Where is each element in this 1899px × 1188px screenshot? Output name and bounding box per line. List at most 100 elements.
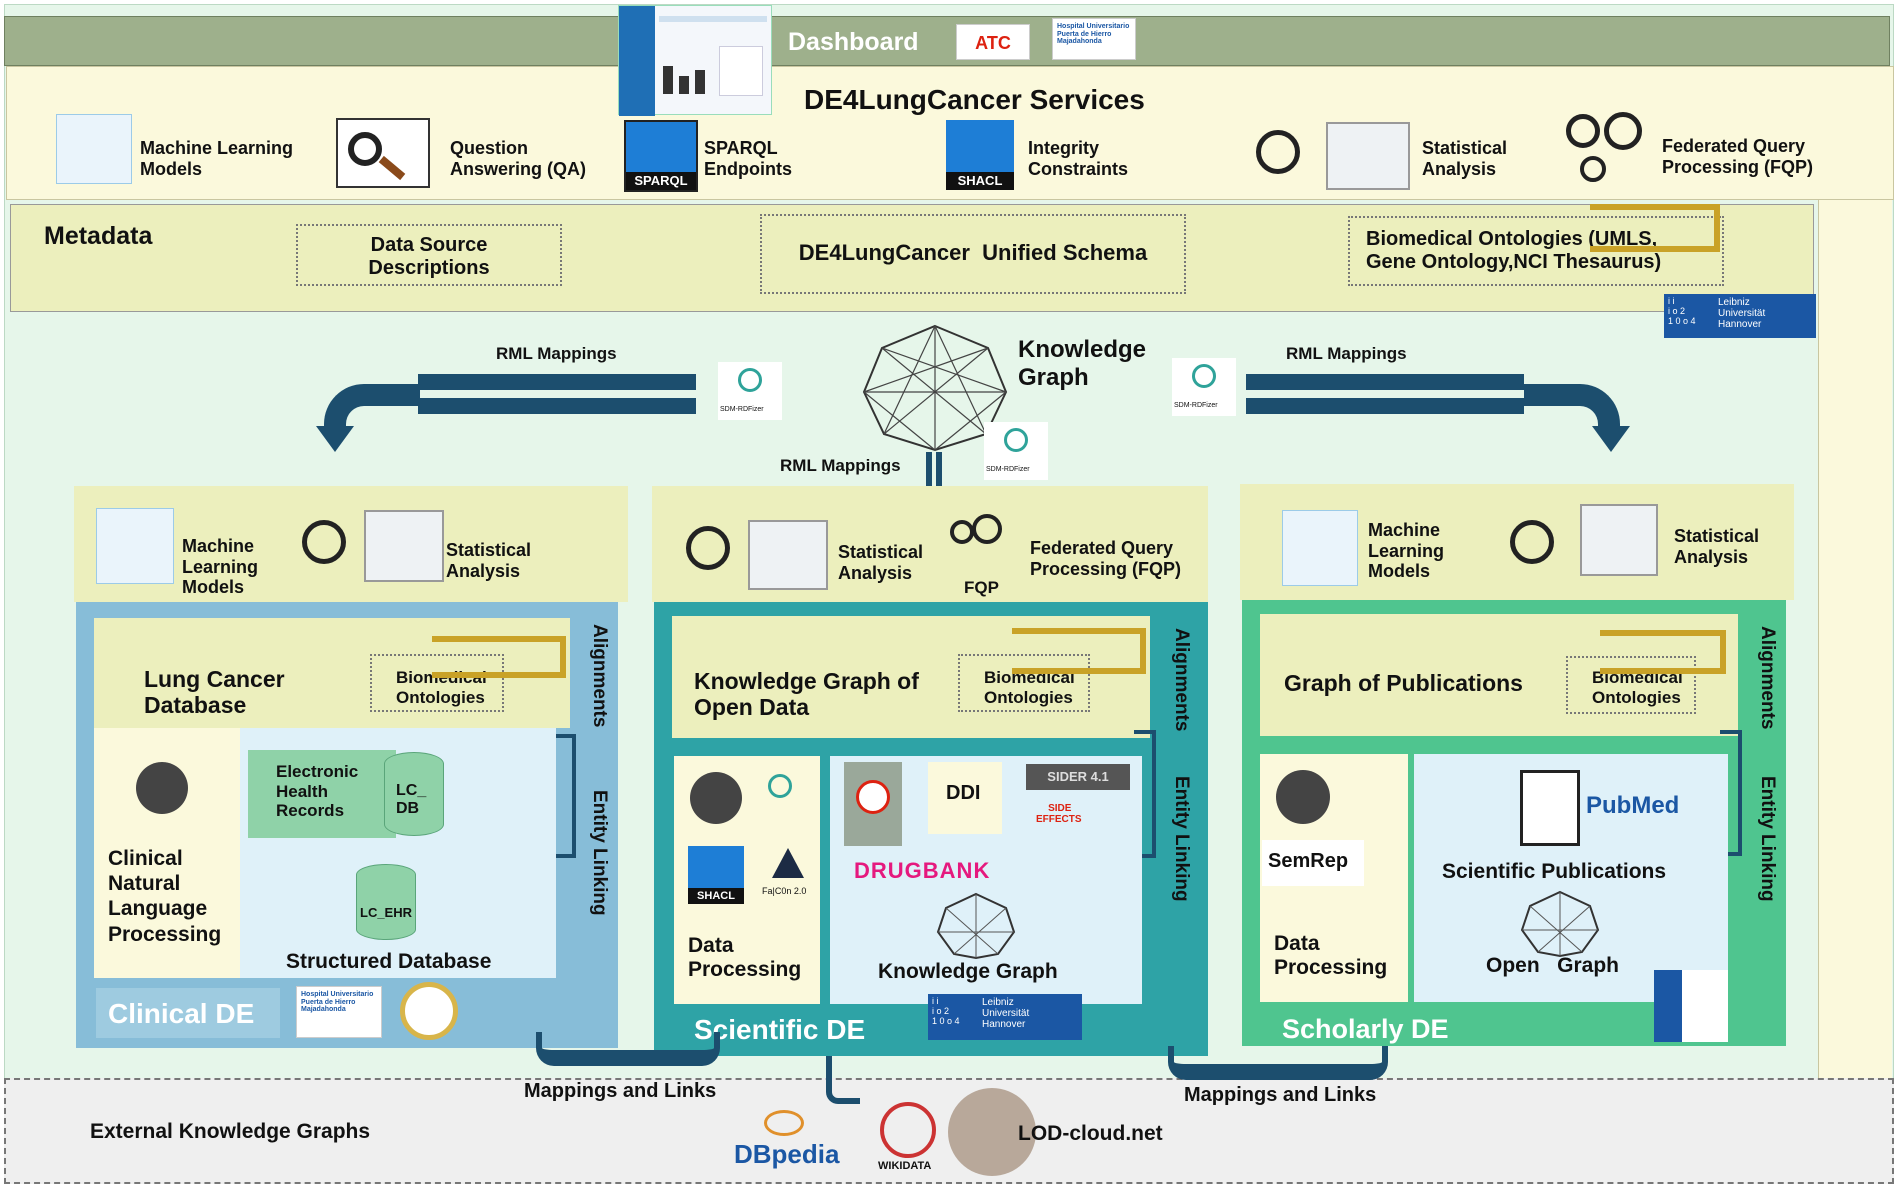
clinical-stat-magnifier-icon — [302, 520, 346, 564]
clinical-nlp-label: Clinical Natural Language Processing — [108, 847, 222, 946]
clinical-de-label-bg — [96, 988, 280, 1038]
documents-icon — [1520, 770, 1580, 846]
clinical-alignments: Alignments — [588, 624, 610, 728]
gold-arrow-icon — [1590, 204, 1720, 252]
scientific-stat-magnifier-icon — [686, 526, 730, 570]
clinical-bio-ont-box — [370, 654, 504, 712]
semrep-box — [1262, 840, 1364, 886]
scientific-shacl-badge: SHACL — [688, 888, 744, 904]
unified-schema-box — [760, 214, 1186, 294]
democritus-logo — [1654, 970, 1728, 1042]
ddi-box — [928, 762, 1002, 834]
clinical-stat-label[interactable]: Statistical Analysis — [446, 540, 532, 581]
scientific-bio-ont-box — [958, 654, 1090, 712]
scientific-luh-logo-text: Leibniz Universität Hannover — [982, 997, 1030, 1030]
sparql-badge: SPARQL — [626, 172, 696, 190]
atc-logo: ATC — [956, 24, 1030, 60]
data-source-label: Data Source Descriptions — [368, 234, 490, 279]
scientific-down-arrow — [826, 1056, 860, 1104]
service-fqp-label[interactable]: Federated Query Processing (FQP) — [1662, 136, 1814, 177]
lc-db-label: LC_ DB — [396, 782, 427, 818]
hospital-logo: Hospital Universitario Puerta de Hierro … — [1052, 18, 1136, 60]
statistics-icon — [1326, 122, 1410, 190]
clinical-gold-arrow — [432, 636, 566, 678]
structured-db-label: Structured Database — [286, 950, 492, 973]
ehr-label: Electronic Health Records — [276, 762, 359, 821]
dbpedia-label: DBpedia — [734, 1139, 840, 1169]
scientific-alignments: Alignments — [1170, 628, 1192, 732]
scholarly-alignments: Alignments — [1756, 626, 1778, 730]
scientific-statistics-icon — [748, 520, 828, 590]
dashboard-screenshot[interactable] — [618, 5, 772, 116]
scientific-fqp-icon — [950, 514, 1010, 570]
falcon-label: Fa|C0n 2.0 — [762, 886, 807, 896]
scientific-luh-logo-mark: i i i o 2 1 0 o 4 — [932, 996, 960, 1026]
mappings-right-arrow — [1168, 1046, 1388, 1080]
scientific-data-processing: Data Processing — [688, 934, 802, 982]
clinical-de-label: Clinical DE — [108, 998, 255, 1029]
hospital-logo-text: Hospital Universitario Puerta de Hierro … — [1057, 23, 1130, 46]
pubmed-logo: PubMed — [1586, 792, 1680, 819]
lod-cloud-icon — [948, 1088, 1036, 1176]
external-kg-label: External Knowledge Graphs — [90, 1120, 371, 1143]
biomedical-ontologies-box — [1348, 216, 1724, 286]
scientific-services-panel — [652, 486, 1208, 602]
dashboard-bar — [4, 16, 1890, 66]
scientific-entity-linking: Entity Linking — [1170, 776, 1192, 902]
drugbank-logo: DRUGBANK — [854, 858, 991, 883]
scientific-gold-arrow — [1012, 628, 1146, 674]
biomedical-ontologies-label: Biomedical Ontologies (UMLS, Gene Ontolo… — [1366, 228, 1662, 273]
rml-right-arrowhead — [1592, 426, 1630, 452]
clinical-link-bracket — [554, 734, 576, 858]
scholarly-neural-network-icon — [1282, 510, 1358, 586]
metadata-title: Metadata — [44, 222, 153, 250]
scientific-publications-label: Scientific Publications — [1442, 860, 1667, 883]
scholarly-data-processing: Data Processing — [1274, 932, 1388, 980]
scientific-link-bracket — [1134, 730, 1156, 858]
service-integrity-label[interactable]: Integrity Constraints — [1028, 138, 1129, 179]
rml-right-arrow — [1246, 374, 1524, 390]
service-qa-label[interactable]: Question Answering (QA) — [450, 138, 587, 179]
scholarly-ml-label[interactable]: Machine Learning Models — [1368, 520, 1445, 582]
rml-left-arrowhead — [316, 426, 354, 452]
wikidata-label: WIKIDATA — [878, 1160, 932, 1172]
mappings-left-label: Mappings and Links — [524, 1080, 717, 1102]
scientific-stat-label[interactable]: Statistical Analysis — [838, 542, 924, 583]
scientific-de-label: Scientific DE — [694, 1014, 866, 1045]
service-stat-label[interactable]: Statistical Analysis — [1422, 138, 1508, 179]
sdm-rdfizer-icon-center: SDM-RDFizer — [984, 422, 1048, 480]
magnifier-search-icon — [336, 118, 430, 188]
open-graph-icon — [1520, 890, 1600, 958]
side-effects-label: SIDE EFFECTS — [1036, 803, 1082, 825]
scientific-gear-icon — [690, 772, 742, 824]
pill-icon — [844, 762, 902, 846]
rml-left-label: RML Mappings — [496, 344, 617, 363]
lc-ehr-label: LC_EHR — [360, 905, 413, 920]
scientific-fqp-label[interactable]: Federated Query Processing (FQP) — [1030, 538, 1182, 579]
service-sparql-label[interactable]: SPARQL Endpoints — [704, 138, 792, 179]
scholarly-link-bracket — [1720, 730, 1742, 856]
lc-db-cylinder-icon — [384, 752, 444, 836]
clinical-hospital-logo: Hospital Universitario Puerta de Hierro … — [296, 986, 382, 1038]
clinical-ml-label[interactable]: Machine Learning Models — [182, 536, 259, 598]
scientific-luh-logo: i i i o 2 1 0 o 4 Leibniz Universität Ha… — [928, 994, 1082, 1040]
kg-open-data-title: Knowledge Graph of Open Data — [694, 668, 919, 721]
service-ml-label[interactable]: Machine Learning Models — [140, 138, 294, 179]
rml-right-arrow-2 — [1246, 398, 1524, 414]
gears-magnifier-icon — [1566, 110, 1646, 190]
dashboard-label[interactable]: Dashboard — [788, 28, 919, 56]
rml-center-arrow — [926, 452, 942, 486]
services-title: DE4LungCancer Services — [804, 84, 1145, 115]
clinical-neural-network-icon — [96, 508, 174, 584]
mappings-right-label: Mappings and Links — [1184, 1084, 1377, 1106]
falcon-icon: Fa|C0n 2.0 — [762, 846, 812, 904]
luh-logo-mark: i i i o 2 1 0 o 4 — [1668, 296, 1696, 326]
sider-label: SIDER 4.1 — [1047, 769, 1109, 784]
clinical-entity-linking: Entity Linking — [588, 790, 610, 916]
scholarly-stat-label[interactable]: Statistical Analysis — [1674, 526, 1760, 567]
scientific-kg-icon — [936, 892, 1016, 960]
semrep-label: SemRep — [1268, 850, 1349, 872]
lung-cancer-db-title: Lung Cancer Database — [144, 666, 285, 719]
side-effects-logo: SIDE EFFECTS — [1036, 792, 1082, 825]
rml-left-arrow — [418, 374, 696, 390]
